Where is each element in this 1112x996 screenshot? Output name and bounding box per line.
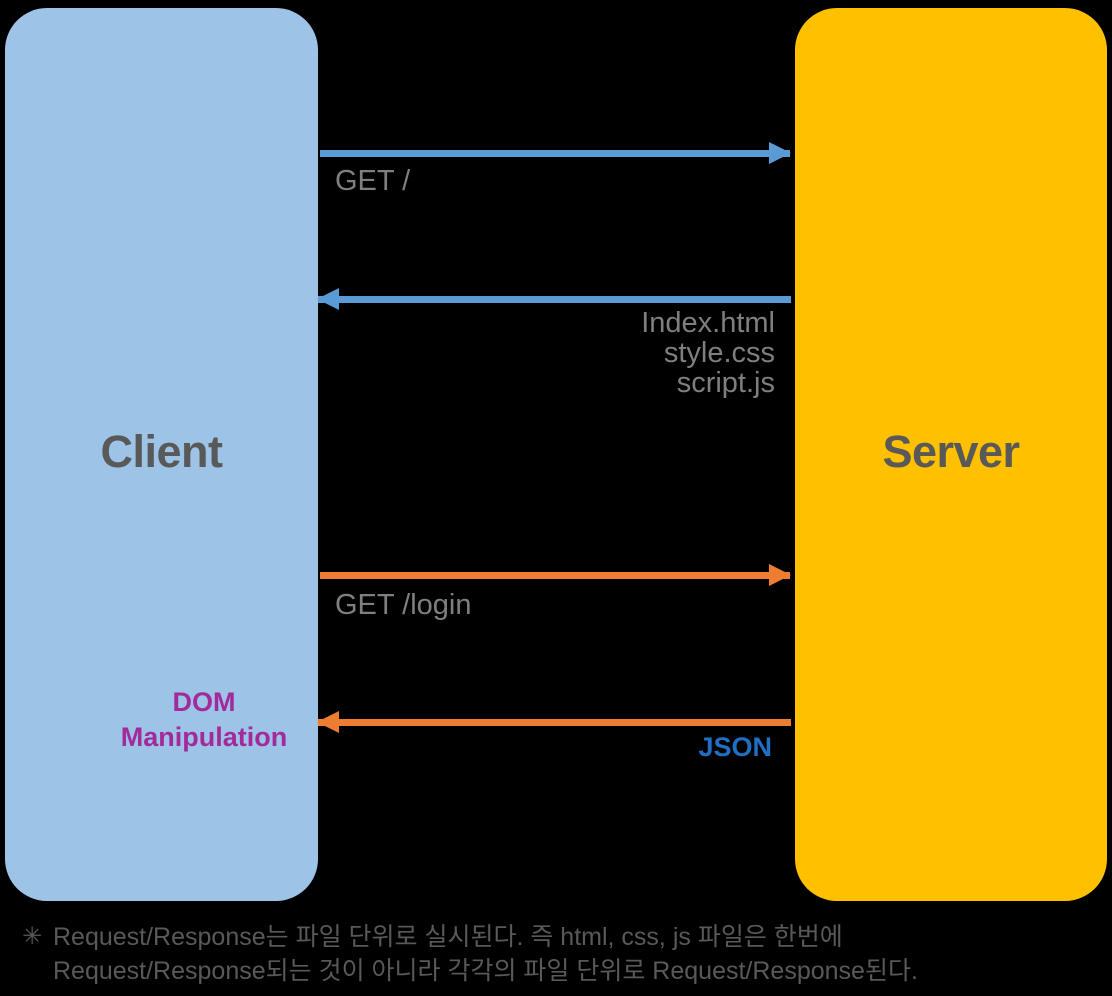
arrow-label-get-root: GET / xyxy=(335,165,411,197)
arrowhead-left-icon xyxy=(317,288,339,310)
client-node-box: Client xyxy=(5,8,318,901)
static-file-style-css: style.css xyxy=(663,337,775,370)
annotation-line-dom: DOM xyxy=(172,687,236,717)
footnote-line-1: Request/Response는 파일 단위로 실시된다. 즉 html, c… xyxy=(53,923,843,951)
arrow-shaft xyxy=(318,296,791,303)
static-file-index-html: Index.html xyxy=(641,307,775,339)
client-node-label: Client xyxy=(100,426,223,477)
arrow-shaft xyxy=(320,150,790,157)
arrow-label-json: JSON xyxy=(698,732,772,762)
arrow-label-get-login: GET /login xyxy=(335,589,472,621)
static-file-script-js: script.js xyxy=(676,367,775,400)
footnote-row: ✳ Request/Response는 파일 단위로 실시된다. 즉 html,… xyxy=(22,921,918,955)
footnote-line-2: Request/Response되는 것이 아니라 각각의 파일 단위로 Req… xyxy=(53,956,918,985)
server-node-box: Server xyxy=(795,8,1107,901)
server-node-label: Server xyxy=(882,426,1020,477)
arrowhead-right-icon xyxy=(769,564,791,586)
asterisk-icon: ✳ xyxy=(22,923,43,950)
footnote: ✳ Request/Response는 파일 단위로 실시된다. 즉 html,… xyxy=(22,921,918,988)
arrowhead-right-icon xyxy=(769,142,791,164)
arrowhead-left-icon xyxy=(317,711,339,733)
annotation-dom-manipulation: DOM Manipulation xyxy=(106,685,302,754)
arrow-label-static-response: Index.html style.css script.js xyxy=(641,307,775,400)
arrow-shaft xyxy=(320,572,790,579)
arrow-shaft xyxy=(318,719,791,726)
footnote-row: ✳ Request/Response되는 것이 아니라 각각의 파일 단위로 R… xyxy=(22,955,918,989)
annotation-line-manipulation: Manipulation xyxy=(120,721,288,752)
